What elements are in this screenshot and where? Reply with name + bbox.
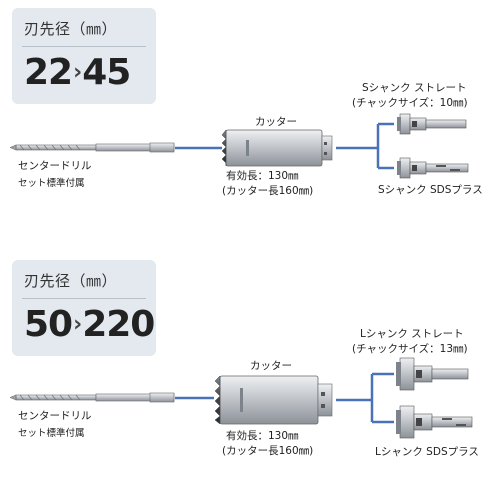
cutter-length: (カッター長160㎜) bbox=[222, 445, 314, 457]
cutter-length: (カッター長160㎜) bbox=[222, 185, 314, 197]
diameter-range: 50›220 bbox=[24, 304, 155, 345]
center-drill-title: センタードリル bbox=[18, 160, 92, 172]
section-small-diameter: 刃先径（㎜） 22›45 bbox=[0, 0, 500, 240]
diameter-spec-box: 刃先径（㎜） 22›45 bbox=[12, 8, 156, 104]
shank-straight-title: Sシャンク ストレート bbox=[362, 82, 467, 94]
shank-straight-image bbox=[397, 113, 467, 135]
range-arrow-icon: › bbox=[73, 312, 82, 337]
assembly-diagram bbox=[9, 113, 469, 179]
range-max: 45 bbox=[82, 52, 131, 93]
center-drill-note: セット標準付属 bbox=[18, 178, 85, 189]
range-min: 22 bbox=[24, 52, 73, 93]
shank-sds-title: Sシャンク SDSプラス bbox=[378, 184, 483, 196]
shank-straight-title: Lシャンク ストレート bbox=[360, 328, 464, 340]
shank-branch-connector bbox=[376, 122, 394, 170]
cutter-image bbox=[214, 375, 333, 425]
cutter-effective-length: 有効長：130㎜ bbox=[226, 430, 299, 442]
spec-label: 刃先径（㎜） bbox=[24, 272, 118, 290]
center-drill-note: セット標準付属 bbox=[18, 428, 85, 439]
diameter-range: 22›45 bbox=[24, 52, 131, 93]
shank-sds-image bbox=[397, 157, 469, 179]
cutter-image bbox=[221, 129, 333, 167]
center-drill-image bbox=[9, 142, 175, 153]
range-arrow-icon: › bbox=[73, 60, 82, 85]
spec-label: 刃先径（㎜） bbox=[24, 20, 118, 38]
assembly-diagram bbox=[9, 357, 473, 439]
cutter-title: カッター bbox=[250, 360, 292, 372]
diameter-spec-box: 刃先径（㎜） 50›220 bbox=[12, 260, 156, 356]
spec-divider bbox=[22, 298, 146, 299]
cutter-title: カッター bbox=[255, 116, 297, 128]
shank-straight-note: (チャックサイズ：13㎜) bbox=[352, 343, 468, 355]
spec-divider bbox=[22, 46, 146, 47]
center-drill-title: センタードリル bbox=[18, 410, 92, 422]
shank-branch-connector bbox=[370, 372, 394, 424]
range-max: 220 bbox=[82, 304, 155, 345]
center-drill-image bbox=[9, 392, 175, 403]
shank-sds-image bbox=[396, 405, 473, 439]
shank-straight-image bbox=[396, 357, 469, 391]
shank-sds-title: Lシャンク SDSプラス bbox=[375, 446, 479, 458]
cutter-effective-length: 有効長：130㎜ bbox=[226, 170, 299, 182]
range-min: 50 bbox=[24, 304, 73, 345]
shank-straight-note: (チャックサイズ：10㎜) bbox=[352, 97, 468, 109]
section-large-diameter: 刃先径（㎜） 50›220 bbox=[0, 250, 500, 490]
